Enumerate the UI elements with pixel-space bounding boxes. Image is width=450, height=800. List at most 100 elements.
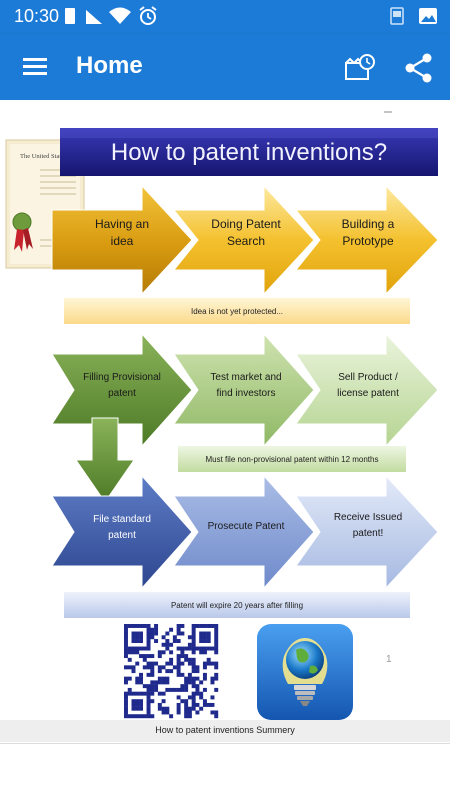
qr-module [146, 687, 151, 692]
note-row3: Patent will expire 20 years after fillin… [64, 592, 410, 618]
qr-module [131, 706, 136, 711]
qr-module [146, 695, 151, 700]
qr-module [214, 646, 219, 651]
qr-module [191, 624, 196, 628]
share-button[interactable] [398, 47, 440, 89]
qr-module [165, 687, 170, 692]
arrow-prosecute-patent: Prosecute Patent [173, 474, 315, 590]
qr-module [180, 654, 185, 659]
qr-module [206, 646, 211, 651]
qr-module [184, 654, 189, 659]
qr-module [176, 695, 181, 700]
qr-module [165, 642, 170, 647]
arrow-doing-patent-search: Doing Patent Search [172, 184, 315, 296]
qr-module [199, 695, 204, 700]
qr-module [154, 684, 159, 689]
qr-module [150, 669, 155, 674]
qr-module [172, 687, 177, 692]
step-label: Test market and [210, 372, 281, 383]
qr-module [187, 661, 192, 666]
qr-module [176, 631, 181, 636]
qr-module [154, 680, 159, 685]
qr-module [139, 624, 143, 628]
qr-module [199, 624, 204, 628]
step-label: find investors [217, 388, 276, 399]
qr-module [139, 631, 143, 636]
qr-module [191, 676, 196, 681]
qr-module [124, 665, 128, 670]
qr-module [154, 631, 159, 636]
qr-module [176, 706, 181, 711]
step-label: license patent [337, 388, 399, 399]
qr-module [202, 665, 207, 670]
down-arrow [75, 417, 135, 503]
qr-module [191, 665, 196, 670]
qr-module [131, 635, 136, 640]
qr-module [131, 669, 136, 674]
arrow-receive-issued-patent: Receive Issued patent! [295, 474, 439, 590]
qr-module [195, 669, 200, 674]
qr-module [176, 702, 181, 707]
step-label: patent [108, 388, 136, 399]
image-icon [419, 8, 437, 24]
qr-module [184, 680, 189, 685]
qr-module [176, 624, 181, 628]
qr-module [184, 699, 189, 704]
infographic-title-banner: How to patent inventions? [60, 128, 438, 176]
qr-module [124, 642, 128, 647]
qr-module [180, 650, 185, 655]
qr-module [199, 646, 204, 651]
qr-module [124, 631, 128, 636]
qr-module [135, 676, 140, 681]
qr-module [165, 706, 170, 711]
qr-module [214, 714, 219, 719]
qr-module [124, 639, 128, 643]
note-text-row1: Idea is not yet protected... [191, 307, 283, 316]
patent-infographic[interactable]: The United States of America How to pate… [0, 100, 450, 740]
qr-module [206, 661, 211, 666]
qr-module [184, 702, 189, 707]
wifi-icon [109, 7, 131, 24]
qr-module [202, 699, 207, 704]
qr-module [184, 687, 189, 692]
qr-module [195, 684, 200, 689]
qr-module [176, 672, 181, 677]
qr-module [214, 639, 219, 643]
qr-module [210, 710, 215, 715]
qr-module [195, 687, 200, 692]
qr-module [161, 710, 166, 715]
qr-module [146, 684, 151, 689]
bottom-divider [0, 743, 450, 744]
qr-module [187, 646, 192, 651]
qr-module [187, 642, 192, 647]
qr-module [150, 635, 155, 640]
qr-module [165, 631, 170, 636]
qr-module [131, 624, 136, 628]
qr-module [206, 639, 211, 643]
qr-module [135, 706, 140, 711]
qr-module [135, 639, 140, 643]
qr-module [135, 631, 140, 636]
step-label: Prototype [342, 234, 394, 248]
menu-button[interactable] [14, 46, 56, 88]
qr-module [146, 624, 151, 628]
qr-module [191, 699, 196, 704]
qr-module [210, 680, 215, 685]
qr-module [187, 672, 192, 677]
qr-module [154, 624, 159, 628]
alarm-action-button[interactable] [338, 47, 380, 89]
qr-module [154, 639, 159, 643]
qr-module [139, 691, 143, 696]
qr-module [206, 657, 211, 662]
qr-module [191, 657, 196, 662]
qr-module [165, 661, 170, 666]
qr-module [176, 687, 181, 692]
qr-module [161, 642, 166, 647]
qr-module [214, 672, 219, 677]
certificate-text: The United States of America [20, 153, 97, 160]
qr-module [157, 676, 162, 681]
qr-module [187, 680, 192, 685]
step-label: patent [108, 530, 136, 541]
qr-module [180, 699, 185, 704]
qr-module [127, 676, 132, 681]
